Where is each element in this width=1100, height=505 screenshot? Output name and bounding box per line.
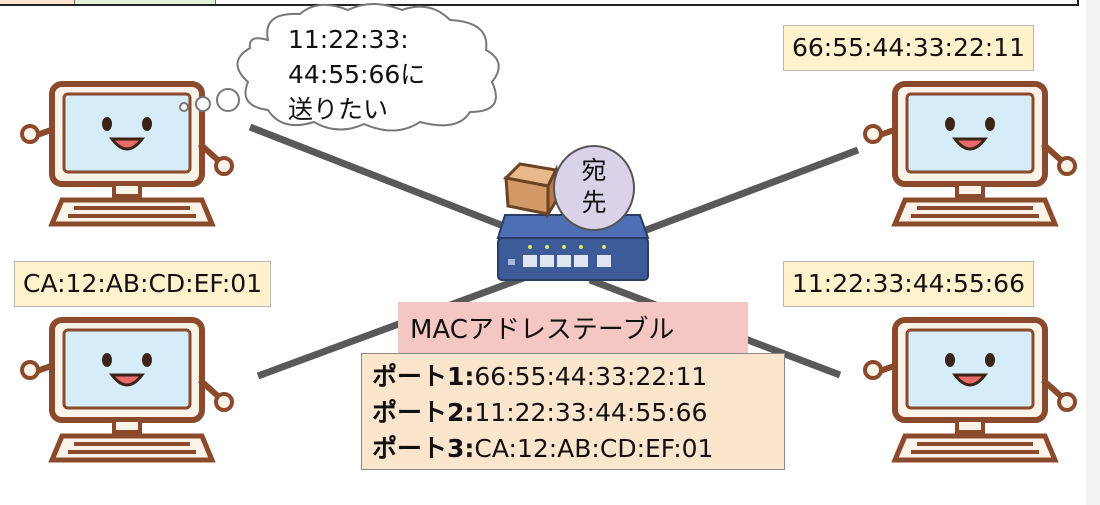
destination-line-1: 宛 xyxy=(581,156,607,185)
mac-address-bottom-right: 11:22:33:44:55:66 xyxy=(783,261,1034,307)
mac-table-row: ポート2:11:22:33:44:55:66 xyxy=(372,395,784,431)
mac-address-table: ポート1:66:55:44:33:22:11 ポート2:11:22:33:44:… xyxy=(361,353,785,470)
mac-table-row: ポート3:CA:12:AB:CD:EF:01 xyxy=(372,431,784,467)
mac-table-row: ポート1:66:55:44:33:22:11 xyxy=(372,359,784,395)
package-box-icon xyxy=(502,162,560,220)
window-edge xyxy=(1086,0,1100,505)
port-mac: CA:12:AB:CD:EF:01 xyxy=(474,434,714,463)
mac-table-title: MACアドレステーブル xyxy=(398,302,748,355)
mac-address-bottom-left: CA:12:AB:CD:EF:01 xyxy=(14,261,272,307)
port-label: ポート2: xyxy=(372,398,475,427)
destination-line-2: 先 xyxy=(581,188,607,217)
port-mac: 11:22:33:44:55:66 xyxy=(474,398,708,427)
destination-bubble xyxy=(553,145,635,231)
thought-text: 11:22:33: 44:55:66に 送りたい xyxy=(288,22,425,127)
port-mac: 66:55:44:33:22:11 xyxy=(474,362,708,391)
port-label: ポート1: xyxy=(372,362,475,391)
thought-line-1: 11:22:33: xyxy=(288,25,409,54)
thought-bubble xyxy=(179,3,500,132)
destination-label: 宛 先 xyxy=(578,155,610,219)
thought-line-2: 44:55:66に xyxy=(288,60,426,89)
computer-icon xyxy=(865,84,1075,224)
computer-icon xyxy=(22,320,232,460)
computer-icon xyxy=(865,320,1075,460)
thought-line-3: 送りたい xyxy=(288,95,389,124)
mac-address-top-right: 66:55:44:33:22:11 xyxy=(783,25,1034,71)
port-label: ポート3: xyxy=(372,434,475,463)
top-table-edge xyxy=(0,0,1080,6)
